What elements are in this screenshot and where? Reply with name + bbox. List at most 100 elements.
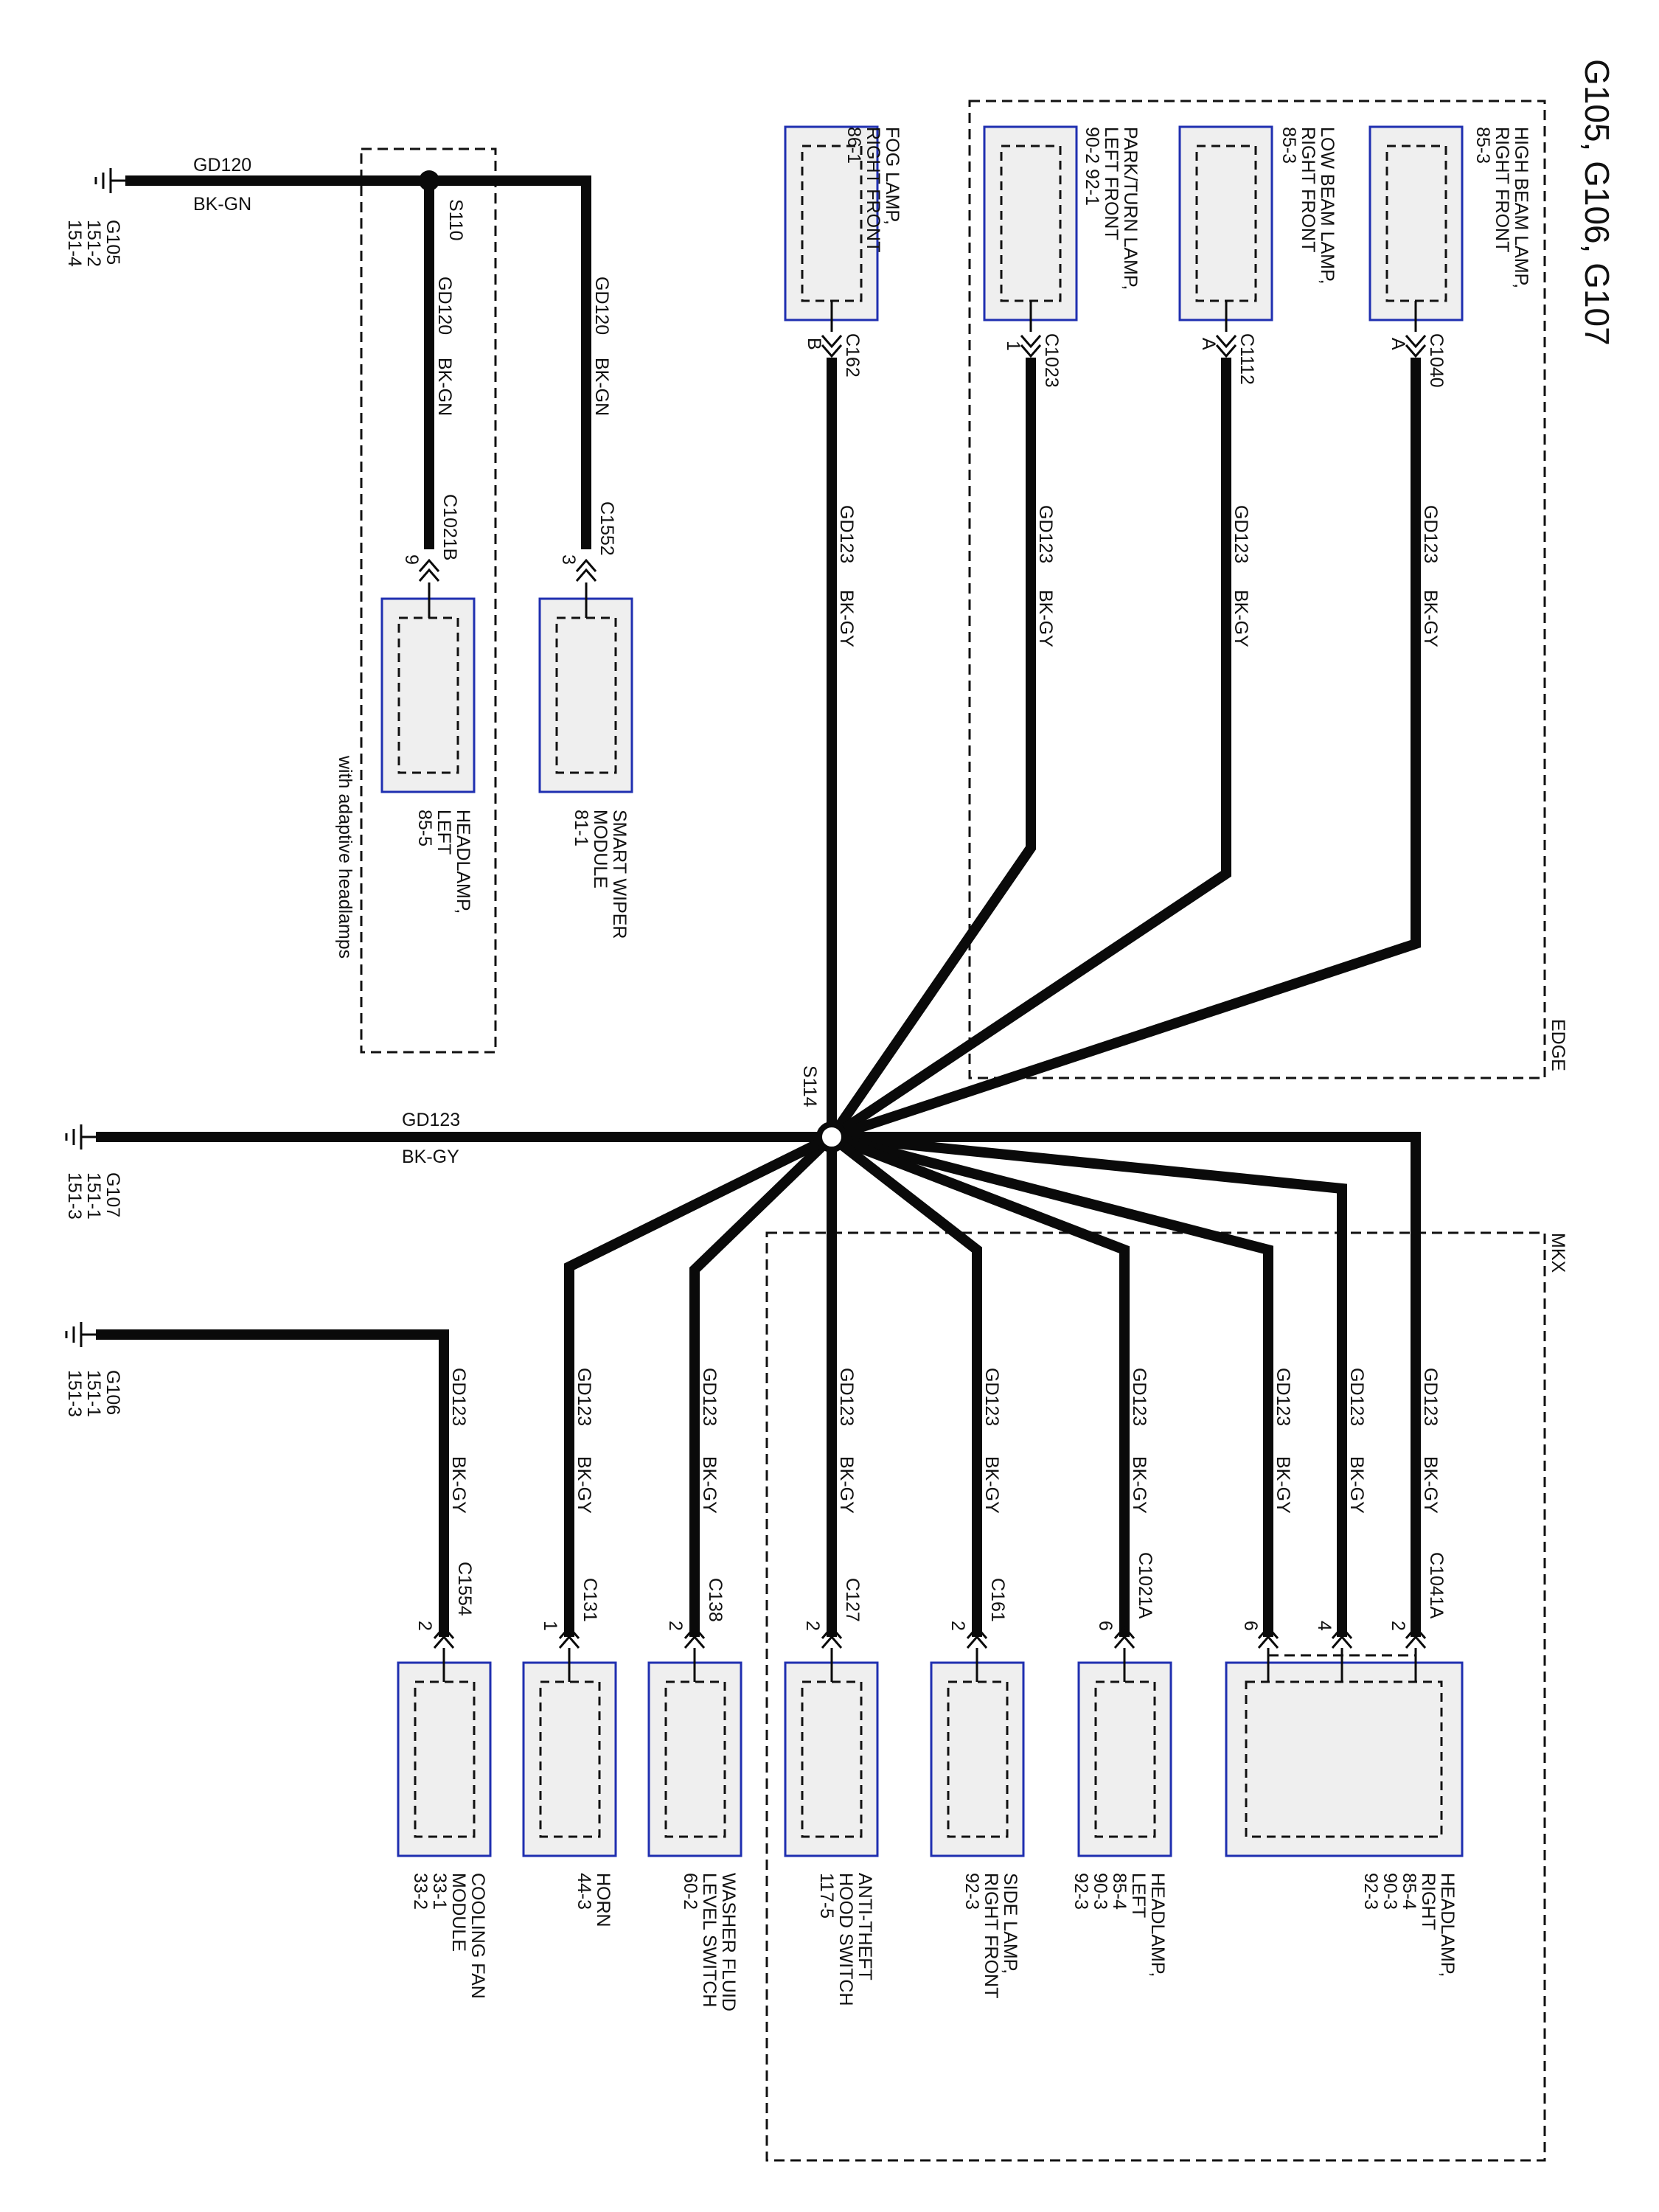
- svg-text:RIGHT: RIGHT: [1418, 1873, 1439, 1930]
- svg-text:92-3: 92-3: [961, 1873, 982, 1910]
- gd120-wire: [125, 175, 591, 549]
- wire-lowbeam-color: BK-GY: [1231, 590, 1251, 647]
- wire-fog-color: BK-GY: [836, 590, 857, 647]
- wire-washer-circuit: GD123: [699, 1368, 720, 1426]
- svg-text:G105: G105: [102, 220, 123, 265]
- svg-text:151-2: 151-2: [83, 220, 104, 267]
- svg-text:SMART WIPER: SMART WIPER: [609, 810, 630, 939]
- connector-c162: C162: [842, 333, 863, 378]
- svg-text:92-3: 92-3: [1360, 1873, 1381, 1910]
- svg-text:COOLING FAN: COOLING FAN: [467, 1873, 488, 1999]
- component-headlamp-right: HEADLAMP, RIGHT 85-4 90-3 92-3: [1225, 1625, 1464, 1977]
- edge-region-label: EDGE: [1548, 1019, 1568, 1071]
- svg-text:MODULE: MODULE: [448, 1873, 469, 1952]
- splice-s114: [816, 1121, 847, 1152]
- svg-text:151-3: 151-3: [64, 1370, 85, 1417]
- wire-horn-circuit: GD123: [574, 1368, 594, 1426]
- splice-s110: [419, 170, 439, 191]
- wire-lowbeam-circuit: GD123: [1231, 505, 1251, 563]
- pin-sidelamp: 2: [947, 1621, 968, 1631]
- wire-park-circuit: GD123: [1035, 505, 1056, 563]
- pin-horn: 1: [540, 1621, 560, 1631]
- wire-highbeam-circuit: GD123: [1420, 505, 1441, 563]
- wire-fan-circuit: GD123: [448, 1368, 469, 1426]
- gd123-color-label: BK-GY: [402, 1147, 459, 1167]
- wire-horn-color: BK-GY: [574, 1456, 594, 1514]
- svg-text:HIGH BEAM LAMP,: HIGH BEAM LAMP,: [1511, 127, 1531, 288]
- wire-g106: [96, 1329, 449, 1637]
- gd120-color-label: BK-GN: [193, 194, 251, 215]
- wire-highbeam: [830, 358, 1421, 1142]
- component-washer-fluid-level-switch: WASHER FLUID LEVEL SWITCH 60-2: [647, 1625, 742, 2011]
- ground-label-g105: G105 151-2 151-4: [64, 220, 123, 267]
- wire-s110-circuit: GD120: [434, 276, 455, 335]
- ground-label-g107: G107 151-1 151-3: [64, 1172, 123, 1220]
- svg-text:85-4: 85-4: [1399, 1873, 1419, 1910]
- pin-wiper: 3: [558, 554, 579, 565]
- ground-symbol-g106: [65, 1322, 96, 1347]
- svg-text:151-4: 151-4: [64, 220, 85, 267]
- component-headlamp-left: HEADLAMP, LEFT 85-4 90-3 92-3: [1071, 1625, 1172, 1977]
- pin-fan: 2: [414, 1621, 435, 1631]
- svg-text:151-1: 151-1: [83, 1370, 104, 1417]
- diagram-title: G105, G106, G107: [1578, 59, 1616, 346]
- pin-hl-right-2: 2: [1388, 1621, 1408, 1631]
- svg-text:LEFT FRONT: LEFT FRONT: [1101, 127, 1121, 240]
- wire-park-color: BK-GY: [1035, 590, 1056, 647]
- pin-hl-right-6: 6: [1240, 1621, 1261, 1631]
- connector-c1040: C1040: [1426, 333, 1447, 388]
- svg-text:HEADLAMP,: HEADLAMP,: [453, 810, 473, 914]
- mkx-region: [765, 1231, 1546, 2162]
- wire-wiper-color: BK-GN: [591, 358, 612, 416]
- wire-hl-right-6-circuit: GD123: [1273, 1368, 1293, 1426]
- wire-hl-left-color: BK-GY: [1129, 1456, 1150, 1514]
- svg-text:86-1: 86-1: [844, 127, 864, 164]
- wire-hl-left: [830, 1132, 1130, 1637]
- svg-text:33-2: 33-2: [410, 1873, 431, 1910]
- component-side-lamp-right-front: SIDE LAMP, RIGHT FRONT 92-3: [930, 1625, 1025, 1998]
- wire-fog-circuit: GD123: [836, 505, 857, 563]
- wire-antitheft-color: BK-GY: [836, 1456, 857, 1514]
- svg-text:WASHER FLUID: WASHER FLUID: [718, 1873, 739, 2011]
- svg-text:LOW BEAM LAMP,: LOW BEAM LAMP,: [1317, 127, 1338, 285]
- component-cooling-fan-module: COOLING FAN MODULE 33-1 33-2: [397, 1625, 492, 1999]
- svg-text:HEADLAMP,: HEADLAMP,: [1147, 1873, 1168, 1977]
- svg-text:RIGHT FRONT: RIGHT FRONT: [1298, 127, 1318, 252]
- pin-hl-left: 6: [1095, 1621, 1116, 1631]
- svg-text:90-2 92-1: 90-2 92-1: [1082, 127, 1102, 206]
- component-low-beam-lamp: LOW BEAM LAMP, RIGHT FRONT 85-3: [1178, 125, 1338, 358]
- ground-symbol-g105: [94, 168, 125, 193]
- ground-label-g106: G106 151-1 151-3: [64, 1370, 123, 1417]
- svg-text:92-3: 92-3: [1071, 1873, 1091, 1910]
- wire-park: [827, 358, 1036, 1140]
- pin-hl-right-4: 4: [1314, 1621, 1335, 1631]
- connector-c1554: C1554: [454, 1562, 475, 1616]
- svg-text:MODULE: MODULE: [590, 810, 611, 888]
- connector-c1552: C1552: [597, 501, 617, 556]
- svg-text:90-3: 90-3: [1090, 1873, 1110, 1910]
- svg-text:85-3: 85-3: [1279, 127, 1299, 164]
- svg-text:33-1: 33-1: [429, 1873, 450, 1910]
- connector-c127: C127: [842, 1578, 863, 1622]
- svg-text:117-5: 117-5: [816, 1873, 837, 1919]
- svg-text:ANTI-THEFT: ANTI-THEFT: [855, 1873, 875, 1980]
- gd123-circuit-label: GD123: [402, 1110, 460, 1130]
- wire-sidelamp-circuit: GD123: [981, 1368, 1002, 1426]
- component-high-beam-lamp: HIGH BEAM LAMP, RIGHT FRONT 85-3: [1368, 125, 1531, 358]
- svg-text:G106: G106: [102, 1370, 123, 1415]
- svg-text:151-1: 151-1: [83, 1172, 104, 1220]
- ground-symbol-g107: [65, 1124, 96, 1150]
- connector-c161: C161: [987, 1578, 1008, 1622]
- svg-text:G107: G107: [102, 1172, 123, 1217]
- adaptive-region: [360, 147, 497, 1054]
- svg-text:FOG LAMP,: FOG LAMP,: [882, 127, 902, 225]
- svg-text:LEVEL SWITCH: LEVEL SWITCH: [699, 1873, 720, 2007]
- pin-highbeam: A: [1388, 338, 1408, 350]
- wire-hl-right-6-color: BK-GY: [1273, 1456, 1293, 1514]
- wire-hl-right-4: [831, 1132, 1347, 1637]
- wire-washer-color: BK-GY: [699, 1456, 720, 1514]
- svg-text:RIGHT FRONT: RIGHT FRONT: [1492, 127, 1512, 252]
- pin-antitheft: 2: [802, 1621, 823, 1631]
- adaptive-region-label: with adaptive headlamps: [335, 755, 355, 959]
